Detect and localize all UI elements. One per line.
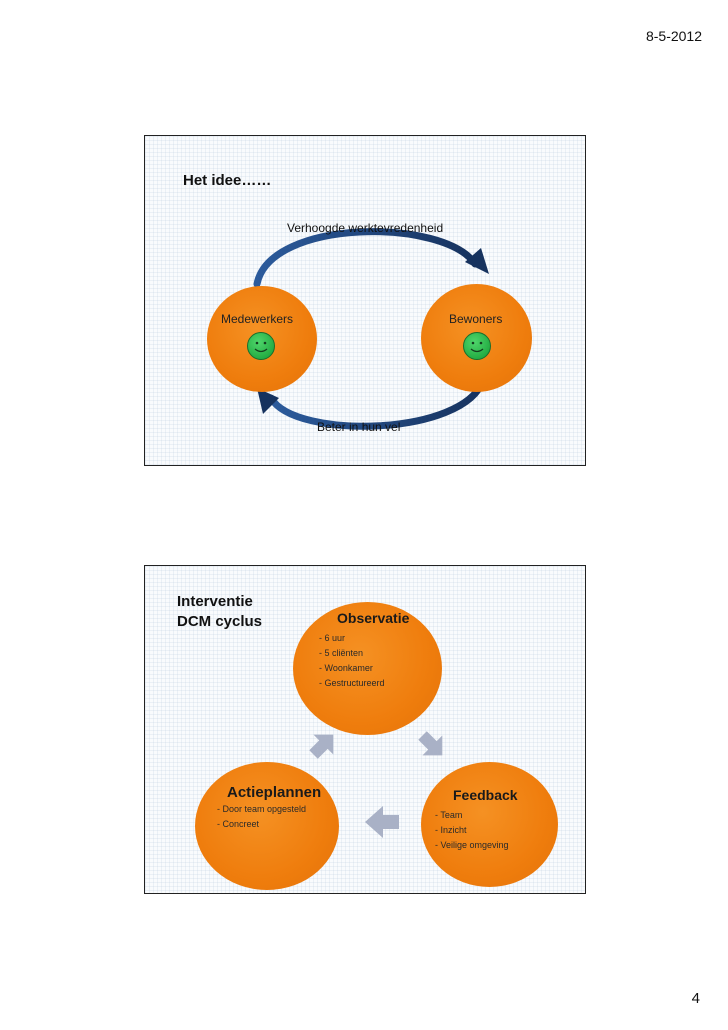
arrow-feedback-to-actieplannen	[365, 806, 399, 838]
feedback-item: - Veilige omgeving	[435, 840, 509, 850]
observatie-item: - 5 cliënten	[319, 648, 364, 658]
feedback-circle: Feedback - Team - Inzicht - Veilige omge…	[421, 762, 558, 887]
slide-title: Interventie DCM cyclus	[177, 592, 262, 632]
observatie-title: Observatie	[337, 610, 410, 626]
observatie-circle: Observatie - 6 uur - 5 cliënten - Woonka…	[293, 602, 442, 735]
slide-title: Het idee……	[183, 172, 272, 189]
slide-title-line2: DCM cyclus	[177, 613, 263, 630]
observatie-item: - Gestructureerd	[319, 678, 385, 688]
feedback-item: - Team	[435, 810, 463, 820]
smiley-icon	[247, 332, 275, 360]
feedback-title: Feedback	[453, 787, 518, 803]
slide-dcm-cyclus: Interventie DCM cyclus Observatie - 6 uu…	[144, 565, 586, 894]
feedback-item: - Inzicht	[435, 825, 467, 835]
bewoners-circle: Bewoners	[421, 284, 532, 392]
bottom-arrow-label: Beter in hun vel	[317, 420, 401, 434]
arrow-actieplannen-to-observatie	[309, 734, 334, 759]
observatie-item: - Woonkamer	[319, 663, 373, 673]
top-arrow-label: Verhoogde werktevredenheid	[287, 221, 444, 235]
actieplannen-item: - Concreet	[217, 819, 260, 829]
page-date: 8-5-2012	[645, 28, 702, 44]
cycle-block-arrows	[309, 731, 443, 838]
slide-het-idee: Het idee…… Verhoogde werktevredenheid Be…	[144, 135, 586, 466]
slide-title-line1: Interventie	[177, 593, 253, 610]
medewerkers-label: Medewerkers	[221, 312, 294, 326]
bewoners-label: Bewoners	[449, 312, 503, 326]
bottom-arrow	[257, 376, 487, 430]
actieplannen-circle: Actieplannen - Door team opgesteld - Con…	[195, 762, 339, 890]
observatie-item: - 6 uur	[319, 633, 346, 643]
top-arrow	[253, 228, 489, 288]
cycle-arrows	[253, 228, 489, 430]
smiley-icon	[463, 332, 491, 360]
actieplannen-item: - Door team opgesteld	[217, 804, 307, 814]
actieplannen-title: Actieplannen	[227, 784, 322, 801]
medewerkers-circle: Medewerkers	[207, 286, 317, 392]
arrow-observatie-to-feedback	[418, 731, 443, 756]
page-number: 4	[691, 990, 700, 1007]
